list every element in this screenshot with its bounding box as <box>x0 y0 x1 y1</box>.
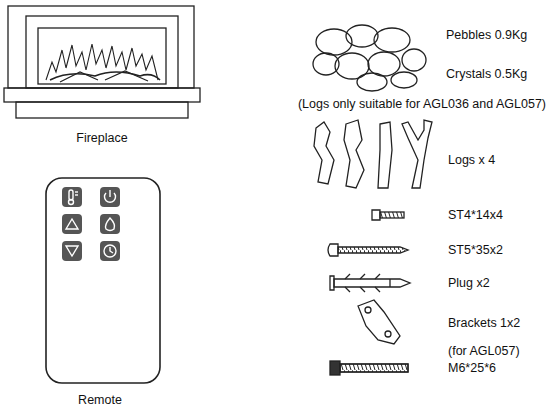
part-name: Logs x 4 <box>448 153 495 168</box>
pebbles-drawing <box>313 25 426 91</box>
st5-screw-drawing <box>328 244 408 256</box>
note: (for AGL057) <box>448 344 520 359</box>
part-name: ST4*14x4 <box>448 208 503 223</box>
part-name: Brackets 1x2 <box>448 316 520 331</box>
part-name: Pebbles 0.9Kg <box>446 28 527 43</box>
m6-bolt-drawing <box>330 361 408 375</box>
note: (Logs only suitable for AGL036 and AGL05… <box>298 97 546 112</box>
plug-drawing <box>330 274 410 292</box>
logs-drawing <box>314 120 432 188</box>
st4-screw-drawing <box>372 210 404 220</box>
part-name: Crystals 0.5Kg <box>446 67 527 82</box>
part-name: ST5*35x2 <box>448 243 503 258</box>
figure-caption: Remote <box>78 393 122 408</box>
part-name: Plug x2 <box>448 276 490 291</box>
bracket-drawing <box>358 300 400 344</box>
figure-caption: Fireplace <box>76 131 127 146</box>
part-name: M6*25*6 <box>448 361 496 376</box>
remote-drawing <box>46 178 160 383</box>
fireplace-drawing <box>4 6 200 118</box>
